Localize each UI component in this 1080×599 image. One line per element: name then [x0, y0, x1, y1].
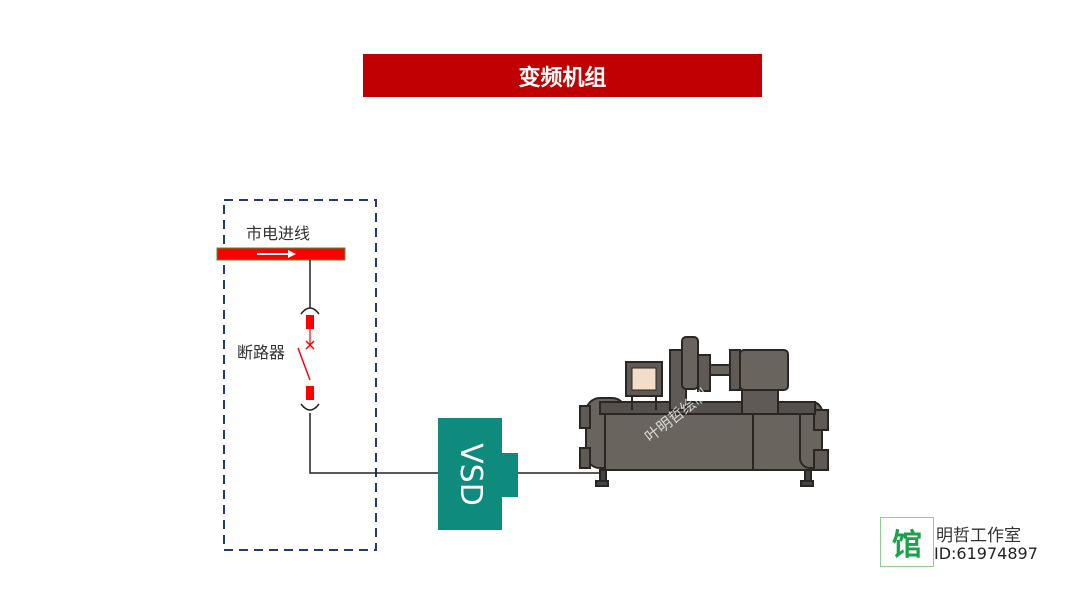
output-line	[309, 413, 438, 474]
chiller-illustration	[579, 336, 829, 487]
breaker-x-icon	[305, 340, 315, 350]
breaker-label: 断路器	[237, 343, 286, 362]
breaker-fixed-top	[306, 315, 314, 329]
breaker-top-contact	[300, 307, 320, 315]
vsd-label: VSD	[452, 442, 488, 506]
studio-id: ID:61974897	[934, 544, 1038, 563]
boundary-box	[223, 199, 377, 551]
studio-logo: 馆	[880, 517, 934, 567]
mains-incoming-label: 市电进线	[246, 224, 311, 243]
arrow-right-icon	[257, 250, 296, 258]
studio-name: 明哲工作室	[936, 526, 1021, 546]
breaker-bottom-contact	[300, 403, 320, 411]
vsd-connector	[502, 453, 518, 497]
page-title: 变频机组	[363, 54, 762, 97]
vsd-box	[438, 418, 502, 530]
breaker-fixed-bottom	[306, 386, 314, 400]
breaker-blade	[297, 347, 311, 381]
